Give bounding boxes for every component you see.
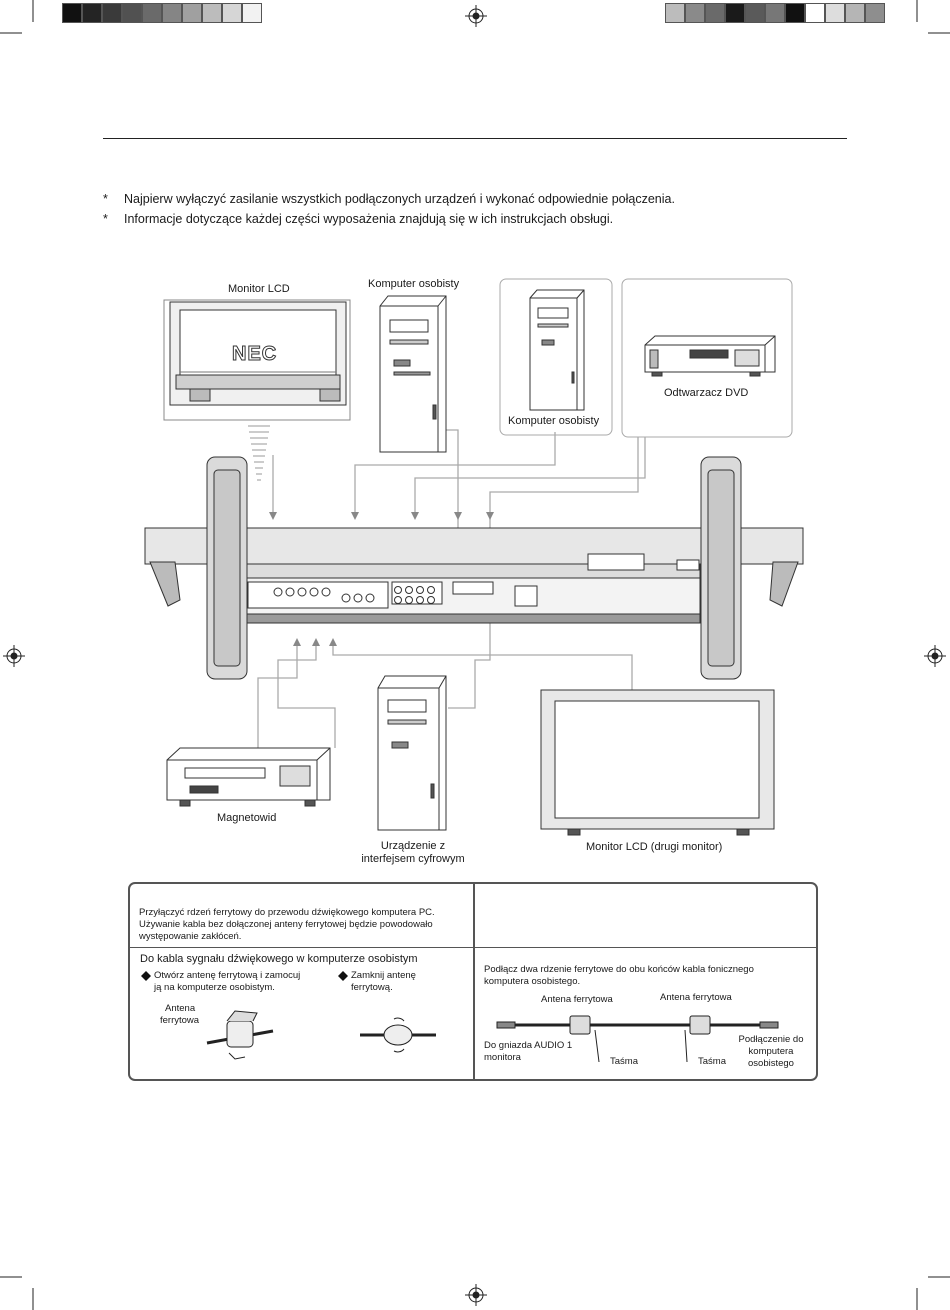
calibration-bar-right — [665, 3, 885, 23]
dvd-box — [621, 278, 793, 438]
calibration-swatch — [142, 3, 162, 23]
label-pc-top: Komputer osobisty — [368, 278, 460, 290]
connector-jacks — [273, 586, 435, 604]
calibration-swatch — [202, 3, 222, 23]
monitor-stand-right — [700, 456, 799, 680]
calibration-swatch — [242, 3, 262, 23]
ferrite-step1-line-2: ją na komputerze osobistym. — [154, 982, 275, 993]
calibration-bar-left — [62, 3, 262, 23]
registration-mark-left — [3, 645, 25, 667]
pc-connection-line-1: Podłączenie do — [738, 1034, 804, 1045]
calibration-swatch — [182, 3, 202, 23]
registration-mark-top — [465, 5, 487, 27]
calibration-swatch — [785, 3, 805, 23]
jack-audio-line-2: monitora — [484, 1052, 521, 1063]
label-dvd-player: Odtwarzacz DVD — [664, 387, 749, 399]
ferrite-open-illustration — [206, 1010, 274, 1060]
audio-cable-illustration — [496, 1015, 779, 1063]
right-intro-line-1: Podłącz dwa rdzenie ferrytowe do obu koń… — [484, 964, 754, 975]
calibration-swatch — [745, 3, 765, 23]
ferrite-intro-line-3: występowanie zakłóceń. — [139, 931, 242, 942]
label-second-monitor: Monitor LCD (drugi monitor) — [586, 841, 723, 853]
antenna-label-line-1: Antena — [165, 1003, 196, 1014]
calibration-swatch — [765, 3, 785, 23]
ferrite-subtitle: Do kabla sygnału dźwiękowego w komputerz… — [140, 953, 418, 965]
pc-tower-top — [379, 295, 447, 453]
calibration-swatch — [102, 3, 122, 23]
calibration-swatch — [825, 3, 845, 23]
calibration-swatch — [62, 3, 82, 23]
monitor-lcd-back — [163, 299, 351, 421]
monitor-nec-logo: NEC — [231, 343, 278, 366]
tape-right-label: Taśma — [698, 1056, 726, 1067]
second-monitor — [540, 689, 775, 836]
note-manuals: *Informacje dotyczące każdej części wypo… — [103, 212, 614, 226]
pc-connection-line-3: osobistego — [748, 1058, 794, 1069]
antenna-right-label: Antena ferrytowa — [660, 992, 732, 1003]
ferrite-box-divider-horizontal — [129, 947, 817, 948]
ferrite-intro-line-2: Używanie kabla bez dołączonej anteny fer… — [139, 919, 433, 930]
calibration-swatch — [865, 3, 885, 23]
label-monitor-lcd: Monitor LCD — [228, 283, 290, 295]
ferrite-box-divider-vertical — [473, 883, 475, 1080]
diamond-bullet-icon — [141, 971, 151, 981]
digital-device — [377, 675, 447, 831]
pc-connection-line-2: komputera — [748, 1046, 794, 1057]
ferrite-closed-illustration — [360, 1017, 436, 1053]
calibration-swatch — [685, 3, 705, 23]
calibration-swatch — [705, 3, 725, 23]
antenna-left-label: Antena ferrytowa — [541, 994, 613, 1005]
ferrite-intro-line-1: Przyłączyć rdzeń ferrytowy do przewodu d… — [139, 907, 435, 918]
vcr — [166, 747, 331, 807]
dvd-player — [644, 335, 776, 377]
main-monitor-back — [144, 527, 804, 624]
calibration-swatch — [725, 3, 745, 23]
right-intro-line-2: komputera osobistego. — [484, 976, 581, 987]
jack-audio-line-1: Do gniazda AUDIO 1 — [484, 1040, 573, 1051]
monitor-stand-left — [149, 456, 248, 680]
label-digital-device-line1: Urządzenie z — [380, 840, 446, 852]
cable-arrows — [269, 512, 494, 646]
pc-tower-right — [529, 289, 585, 411]
calibration-swatch — [162, 3, 182, 23]
monitor-zoom-indicator — [248, 425, 270, 481]
calibration-swatch — [805, 3, 825, 23]
note-power-off: *Najpierw wyłączyć zasilanie wszystkich … — [103, 192, 675, 206]
tape-left-label: Taśma — [610, 1056, 638, 1067]
calibration-swatch — [845, 3, 865, 23]
header-rule — [103, 138, 847, 139]
label-vcr: Magnetowid — [217, 812, 277, 824]
registration-mark-right — [924, 645, 946, 667]
antenna-label-line-2: ferrytowa — [160, 1015, 200, 1026]
label-pc-right: Komputer osobisty — [508, 415, 600, 427]
label-digital-device-line2: interfejsem cyfrowym — [361, 853, 465, 865]
diamond-bullet-icon — [338, 971, 348, 981]
ferrite-step1-line-1: Otwórz antenę ferrytową i zamocuj — [154, 970, 301, 981]
calibration-swatch — [222, 3, 242, 23]
calibration-swatch — [122, 3, 142, 23]
registration-mark-bottom — [465, 1284, 487, 1306]
calibration-swatch — [82, 3, 102, 23]
ferrite-step2-line-1: Zamknij antenę — [351, 970, 416, 981]
calibration-swatch — [665, 3, 685, 23]
ferrite-step2-line-2: ferrytową. — [351, 982, 393, 993]
pc-box-right — [499, 278, 613, 436]
connection-diagram — [144, 278, 804, 836]
